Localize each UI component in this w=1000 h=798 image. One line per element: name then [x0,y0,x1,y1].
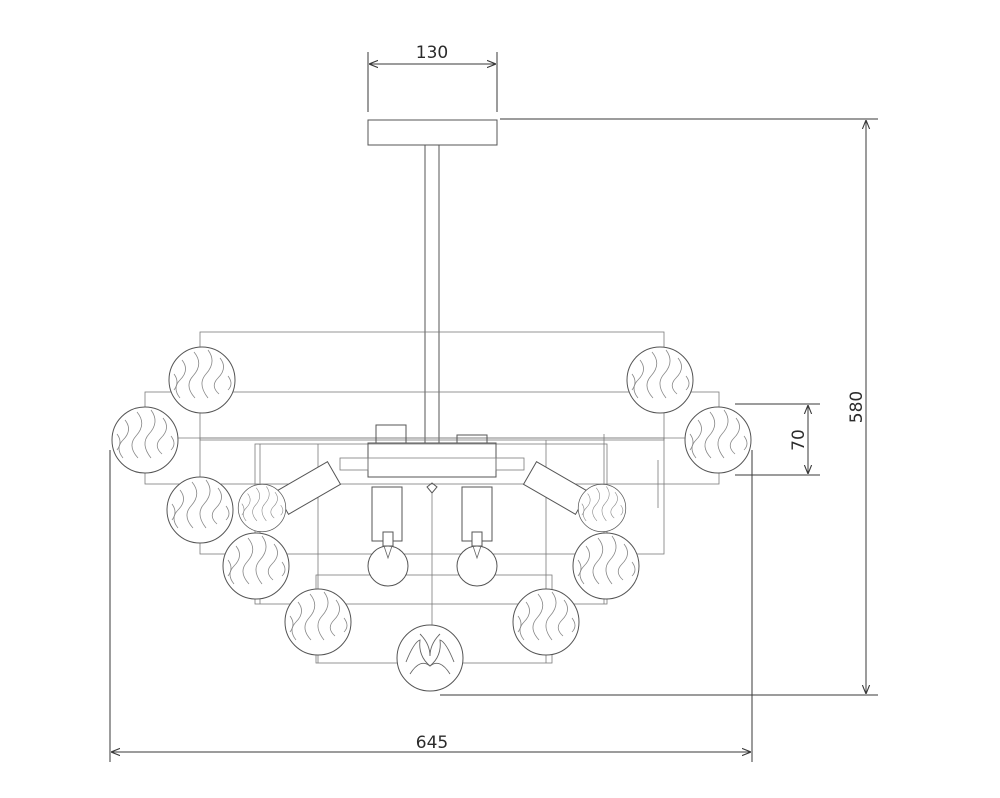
globe-left-lower [222,532,290,600]
globe-top-right [626,346,694,414]
globe-right-small [577,483,627,533]
globe-left-bottom [284,588,352,656]
total-height-label: 580 [847,391,867,423]
globe-left-mid [166,476,234,544]
suspension-rod [424,144,440,444]
globe-bottom-center [396,624,464,692]
canopy-width-label: 130 [416,43,448,63]
dimension-total-width [109,450,753,762]
globe-height-label: 70 [789,429,809,451]
total-width-label: 645 [416,733,448,753]
ceiling-canopy [367,119,498,146]
globe-right-outer [684,406,752,474]
globe-right-bottom [512,588,580,656]
bulb-right [456,531,498,587]
globe-right-lower [572,532,640,600]
dimension-total-height [440,118,878,696]
dimension-globe-height [735,403,820,476]
central-hub [339,424,525,652]
globe-left-small [237,483,287,533]
globe-top-left [168,346,236,414]
globe-left-outer [111,406,179,474]
dimension-canopy-width [367,52,498,112]
